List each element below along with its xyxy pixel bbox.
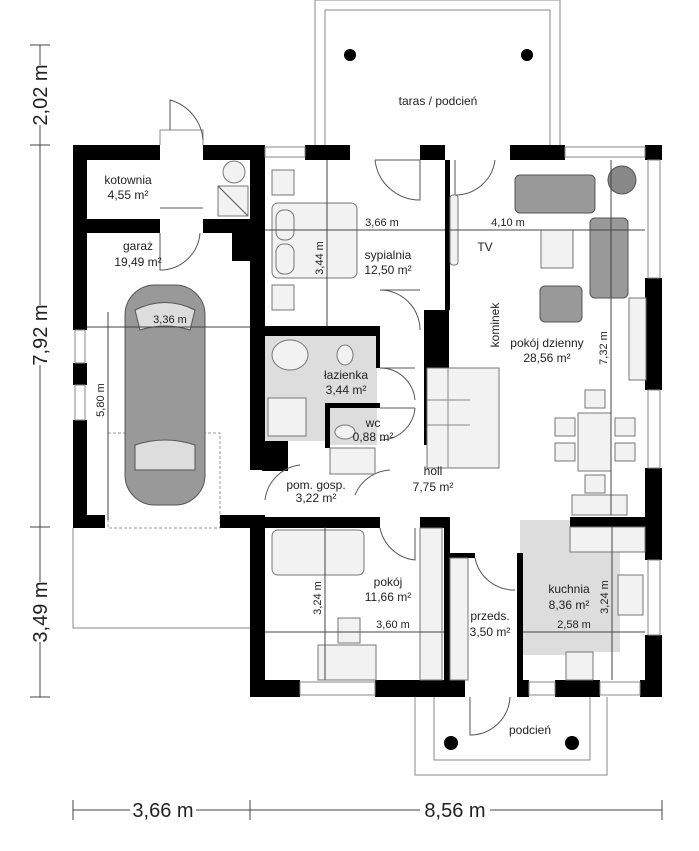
desk xyxy=(317,644,377,681)
room-area-kotownia: 4,55 m² xyxy=(108,188,149,202)
sink xyxy=(617,574,644,616)
walls xyxy=(73,145,662,697)
room-area-lazienka: 3,44 m² xyxy=(326,383,367,397)
stairs xyxy=(426,367,500,469)
boiler xyxy=(222,160,246,184)
room-area-przedsionek: 3,50 m² xyxy=(470,625,511,639)
nightstand xyxy=(271,284,295,311)
shower xyxy=(267,397,307,437)
column xyxy=(521,49,533,61)
cabinet xyxy=(571,494,628,516)
room-label-kotownia: kotownia xyxy=(104,173,152,187)
room-label-przedsionek: przeds. xyxy=(470,609,509,623)
room-area-garaz: 19,49 m² xyxy=(114,255,161,269)
dim-garaz-width: 3,36 m xyxy=(153,314,187,326)
wardrobe xyxy=(449,557,469,681)
room-area-pokoj-dzienny: 28,56 m² xyxy=(523,351,570,365)
room-label-garaz: garaż xyxy=(123,239,153,253)
plant xyxy=(607,165,637,195)
column xyxy=(344,49,356,61)
terrace xyxy=(314,0,561,145)
overall-dim-left-bottom: 3,49 m xyxy=(30,581,52,642)
room-area-kuchnia: 8,36 m² xyxy=(549,598,590,612)
sofa xyxy=(589,217,629,299)
chair xyxy=(337,617,361,644)
room-label-sypialnia: sypialnia xyxy=(365,248,412,262)
car xyxy=(124,284,206,506)
overall-dim-bottom-left: 3,66 m xyxy=(132,800,193,822)
kitchen-floor-2 xyxy=(520,552,620,652)
overall-dim-left-middle: 7,92 m xyxy=(30,304,52,365)
tv-label: TV xyxy=(477,240,492,254)
room-label-pokoj: pokój xyxy=(374,575,403,589)
dim-kuchnia-depth: 3,24 m xyxy=(599,580,611,614)
wardrobe xyxy=(419,527,443,681)
room-area-wc: 0,88 m² xyxy=(353,430,394,444)
laundry xyxy=(329,447,376,475)
sofa-bed xyxy=(271,529,365,576)
driveway-outline xyxy=(72,528,250,629)
fireplace-label: kominek xyxy=(488,302,502,348)
sideboard xyxy=(628,297,647,381)
doors xyxy=(159,99,516,736)
armchair xyxy=(539,285,583,323)
dining-table xyxy=(577,412,612,472)
room-area-holl: 7,75 m² xyxy=(413,480,454,494)
entrance-porch xyxy=(414,697,608,776)
overall-dim-bottom-right: 8,56 m xyxy=(424,800,485,822)
room-area-pokoj: 11,66 m² xyxy=(365,590,411,604)
stove xyxy=(565,651,594,681)
column xyxy=(565,736,579,750)
toilet xyxy=(336,344,354,366)
dim-garaz-length: 5,80 m xyxy=(95,383,107,417)
windows xyxy=(74,146,661,696)
toilet xyxy=(334,424,356,440)
dim-dzienny-depth: 7,32 m xyxy=(598,331,610,365)
room-area-sypialnia: 12,50 m² xyxy=(364,263,411,277)
column xyxy=(444,736,458,750)
overall-dim-left-top: 2,02 m xyxy=(30,64,52,125)
dim-pokoj-depth: 3,24 m xyxy=(312,581,324,615)
room-label-lazienka: łazienka xyxy=(324,368,368,382)
wc-floor xyxy=(330,405,377,445)
coffee-table xyxy=(540,229,574,269)
room-area-pom-gosp: 3,22 m² xyxy=(296,491,337,505)
room-label-kuchnia: kuchnia xyxy=(548,582,590,596)
furniture xyxy=(217,160,647,681)
bathtub xyxy=(271,339,309,371)
room-label-taras: taras / podcień xyxy=(399,94,478,108)
counter xyxy=(569,526,646,553)
dim-dzienny-width: 4,10 m xyxy=(491,217,525,229)
room-label-podcien: podcień xyxy=(509,723,551,737)
sofa xyxy=(514,174,596,214)
dim-kuchnia-width: 2,58 m xyxy=(557,619,591,631)
dim-sypialnia-depth: 3,44 m xyxy=(314,241,326,275)
dim-sypialnia-width: 3,66 m xyxy=(365,217,399,229)
nightstand xyxy=(271,169,295,196)
room-label-pom-gosp: pom. gosp. xyxy=(286,478,345,492)
room-label-pokoj-dzienny: pokój dzienny xyxy=(510,336,583,350)
room-label-holl: holl xyxy=(424,464,443,478)
room-label-wc: wc xyxy=(365,416,381,430)
dim-pokoj-width: 3,60 m xyxy=(376,619,410,631)
